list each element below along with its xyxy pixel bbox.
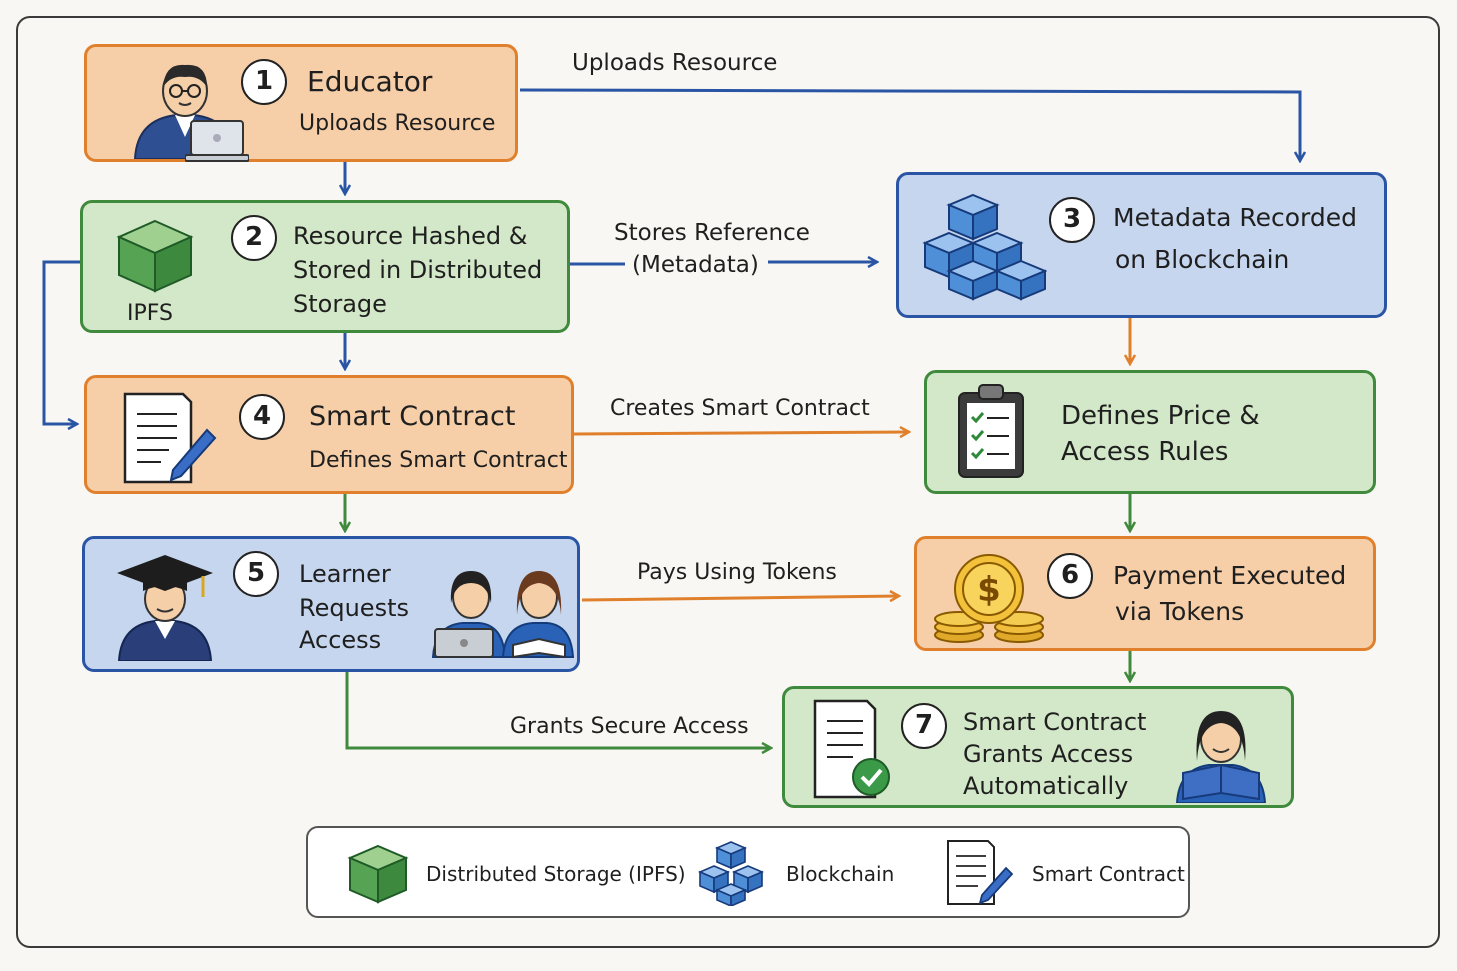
laptop-icon (185, 120, 249, 162)
step-1-title: Educator (307, 65, 433, 98)
step-3-line-2: on Blockchain (1115, 245, 1290, 274)
legend-blockchain-label: Blockchain (786, 862, 895, 886)
edge-label-metadata: (Metadata) (632, 252, 759, 278)
clipboard-checklist-icon (958, 384, 1024, 478)
step-5-learner-box: 5 Learner Requests Access (82, 536, 580, 672)
step-2-line-2: Stored in Distributed (293, 256, 543, 284)
step-5-line-2: Requests (299, 594, 409, 622)
arrow-pays-tokens (581, 596, 898, 600)
step-7-line-3: Automatically (963, 772, 1129, 800)
ipfs-cube-icon (116, 219, 194, 293)
edge-label-uploads-resource: Uploads Resource (572, 50, 778, 76)
step-2-line-1: Resource Hashed & (293, 222, 528, 250)
diagram-frame (16, 16, 1440, 948)
step-7-number: 7 (901, 703, 947, 749)
legend-contract-icon (947, 840, 1014, 905)
legend-blockchain-icon (697, 841, 765, 906)
step-5-line-3: Access (299, 626, 382, 654)
step-2-hashed-box: IPFS 2 Resource Hashed & Stored in Distr… (80, 200, 570, 333)
step-4-number: 4 (239, 394, 285, 440)
reading-student-icon (1175, 711, 1267, 803)
step-2-line-3: Storage (293, 290, 387, 318)
edge-label-pays-tokens: Pays Using Tokens (637, 560, 837, 585)
step-4-smart-contract-box: 4 Smart Contract Defines Smart Contract (84, 375, 574, 494)
arrow-grants-access (345, 672, 770, 748)
students-icon (431, 571, 575, 659)
edge-label-stores-reference: Stores Reference (614, 220, 810, 246)
access-rules-line-1: Defines Price & (1061, 401, 1260, 431)
access-rules-box: Defines Price & Access Rules (924, 370, 1376, 494)
step-5-line-1: Learner (299, 560, 391, 588)
step-6-number: 6 (1047, 553, 1093, 599)
step-4-subtitle: Defines Smart Contract (309, 448, 568, 473)
blockchain-blocks-icon (922, 193, 1047, 301)
legend-storage-icon (347, 844, 409, 904)
svg-text:$: $ (977, 570, 1001, 610)
access-rules-line-2: Access Rules (1061, 437, 1229, 467)
step-2-number: 2 (231, 215, 277, 261)
arrow-stores-reference (570, 262, 876, 264)
step-1-educator-box: 1 Educator Uploads Resource (84, 44, 518, 162)
legend-storage-label: Distributed Storage (IPFS) (426, 862, 686, 886)
step-5-number: 5 (233, 551, 279, 597)
step-3-number: 3 (1049, 197, 1095, 243)
ipfs-label: IPFS (127, 301, 173, 326)
arrow-creates-contract (573, 432, 908, 434)
step-3-metadata-box: 3 Metadata Recorded on Blockchain (896, 172, 1387, 318)
legend-contract-label: Smart Contract (1032, 862, 1185, 886)
step-1-subtitle: Uploads Resource (299, 111, 496, 136)
step-3-line-1: Metadata Recorded (1113, 203, 1357, 232)
step-6-line-1: Payment Executed (1113, 561, 1347, 590)
edge-label-grants-secure-access: Grants Secure Access (510, 714, 749, 739)
arrow-left-loop (42, 260, 80, 424)
arrow-uploads-resource (519, 88, 1300, 160)
step-1-number: 1 (241, 59, 287, 105)
graduate-learner-icon (117, 555, 213, 661)
step-7-line-1: Smart Contract (963, 708, 1147, 736)
legend: Distributed Storage (IPFS) Blockchain (306, 826, 1190, 918)
step-6-line-2: via Tokens (1115, 597, 1245, 626)
step-7-grants-box: 7 Smart Contract Grants Access Automatic… (782, 686, 1294, 808)
gold-coins-icon: $ (934, 554, 1044, 643)
edge-label-creates-contract: Creates Smart Contract (610, 396, 870, 421)
educator-icon (133, 64, 237, 159)
step-6-payment-box: $ 6 Payment Executed via Tokens (914, 536, 1376, 651)
contract-document-icon (123, 392, 217, 484)
step-7-line-2: Grants Access (963, 740, 1134, 768)
step-4-title: Smart Contract (309, 401, 516, 432)
approved-document-icon (813, 699, 890, 799)
